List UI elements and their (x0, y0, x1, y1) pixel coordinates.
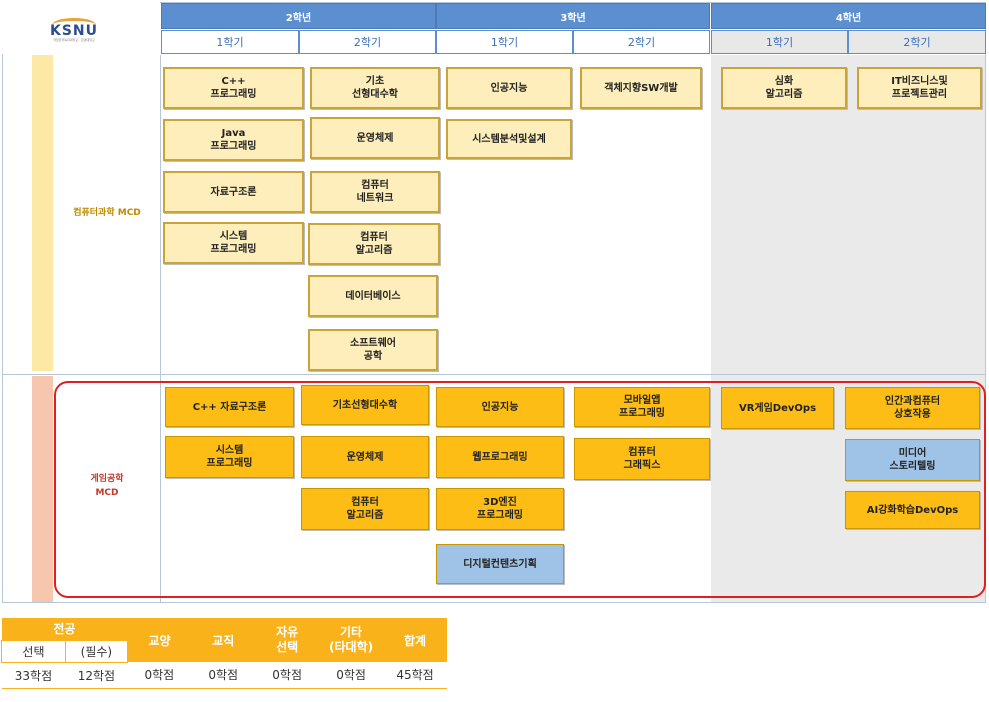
game-track-label: 게임공학 MCD (90, 474, 124, 498)
course-database: 데이터베이스 (308, 275, 438, 317)
course-system-analysis: 시스템분석및설계 (446, 119, 572, 159)
course-system-programming-game: 시스템 프로그래밍 (165, 436, 294, 478)
course-ai-reinforcement-devops: AI강화학습DevOps (845, 491, 980, 529)
course-computer-algorithms: 컴퓨터 알고리즘 (308, 223, 440, 265)
course-cpp-data-structures: C++ 자료구조론 (165, 387, 294, 427)
credit-value: 45학점 (383, 662, 447, 689)
credit-header-teaching: 교직 (191, 618, 256, 662)
year-header-2: 2학년 (161, 3, 436, 29)
credit-summary-table: 전공 교양 교직 자유 선택 기타 (타대학) 합계 선택 (필수) 33학점 … (1, 618, 447, 689)
course-data-structures: 자료구조론 (163, 171, 304, 213)
semester-header: 1학기 (711, 30, 848, 54)
course-advanced-algorithms: 심화 알고리즘 (721, 67, 847, 109)
semester-header: 2학기 (299, 30, 436, 54)
semester-header: 1학기 (436, 30, 573, 54)
course-hci: 인간과컴퓨터 상호작용 (845, 387, 980, 429)
logo-text: KSNU (49, 23, 99, 39)
credit-value: 0학점 (319, 662, 384, 689)
course-software-engineering: 소프트웨어 공학 (308, 329, 438, 371)
course-digital-content: 디지털컨텐츠기획 (436, 544, 564, 584)
game-track-highlight (54, 381, 986, 598)
course-vr-game-devops: VR게임DevOps (721, 387, 834, 429)
course-linear-algebra: 기초 선형대수학 (310, 67, 440, 109)
computer-track-strip (32, 55, 53, 371)
game-track-strip (32, 376, 53, 602)
course-java-programming: Java 프로그래밍 (163, 119, 304, 161)
credit-header-major: 전공 (1, 618, 128, 640)
track-row-divider (2, 374, 986, 375)
credit-header-liberal: 교양 (127, 618, 192, 662)
credit-value: 0학점 (127, 662, 192, 689)
course-system-programming: 시스템 프로그래밍 (163, 222, 304, 264)
course-computer-network: 컴퓨터 네트워크 (310, 171, 440, 213)
semester-header: 2학기 (573, 30, 710, 54)
track-column-divider (160, 55, 161, 602)
credit-value: 0학점 (255, 662, 320, 689)
logo-subtext: 국립한국복지대학교 · 한경대학교 (53, 38, 95, 42)
course-it-business: IT비즈니스및 프로젝트관리 (857, 67, 982, 109)
course-media-storytelling: 미디어 스토리텔링 (845, 439, 980, 481)
course-linear-algebra-game: 기초선형대수학 (301, 385, 429, 425)
course-web-programming: 웹프로그래밍 (436, 436, 564, 478)
course-cpp-programming: C++ 프로그래밍 (163, 67, 304, 109)
semester-header: 2학기 (848, 30, 986, 54)
course-oop-sw-dev: 객체지향SW개발 (580, 67, 702, 109)
year-header-3: 3학년 (436, 3, 710, 29)
credit-header-required: (필수) (64, 639, 128, 663)
credit-value: 0학점 (191, 662, 256, 689)
course-3d-engine: 3D엔진 프로그래밍 (436, 488, 564, 530)
course-mobile-app: 모바일앱 프로그래밍 (574, 387, 710, 427)
ksnu-logo: KSNU 국립한국복지대학교 · 한경대학교 (46, 18, 102, 42)
course-ai: 인공지능 (446, 67, 572, 109)
credit-value: 12학점 (65, 662, 128, 689)
credit-value: 33학점 (1, 662, 66, 689)
computer-track-label: 컴퓨터과학 MCD (73, 208, 141, 218)
semester-header: 1학기 (161, 30, 299, 54)
year-header-4: 4학년 (711, 3, 986, 29)
course-computer-algorithms-game: 컴퓨터 알고리즘 (301, 488, 429, 530)
course-ai-game: 인공지능 (436, 387, 564, 427)
credit-header-free: 자유 선택 (255, 618, 320, 662)
curriculum-frame (2, 2, 986, 603)
credit-header-elective: 선택 (1, 639, 66, 663)
course-computer-graphics: 컴퓨터 그래픽스 (574, 438, 710, 480)
course-operating-systems: 운영체제 (310, 117, 440, 159)
course-operating-systems-game: 운영체제 (301, 436, 429, 478)
credit-header-total: 합계 (383, 618, 447, 662)
credit-header-other: 기타 (타대학) (319, 618, 384, 662)
